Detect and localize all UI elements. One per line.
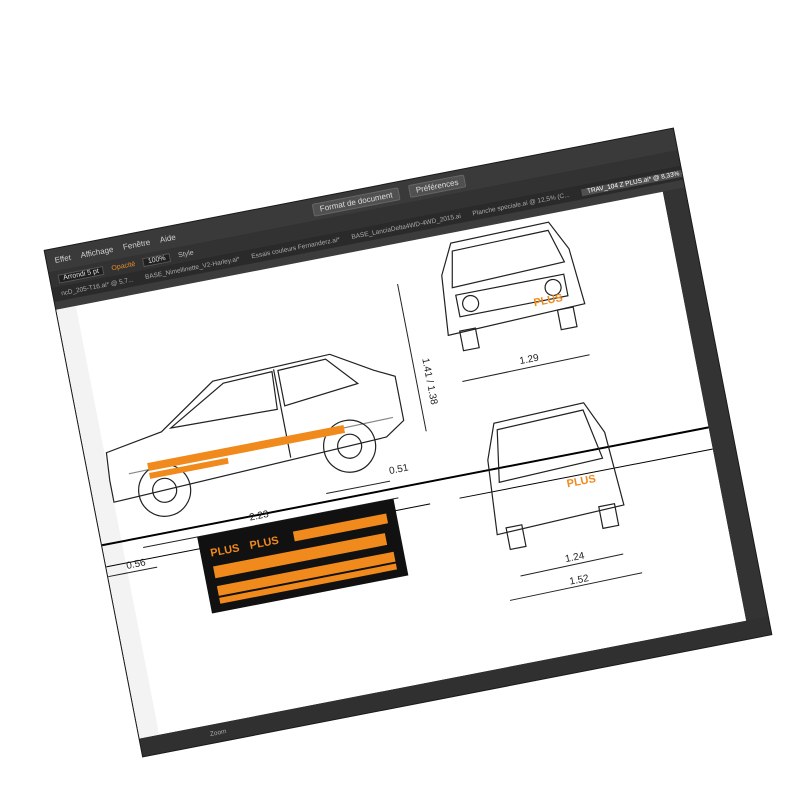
artboard-canvas[interactable]: 1.41 / 1.38 2.23 0.51 0.56 PLUS 1.29	[56, 191, 747, 739]
opacity-label: Opacité	[110, 260, 136, 272]
decal-swatch[interactable]: PLUS PLUS	[197, 498, 409, 614]
menu-aide[interactable]: Aide	[158, 232, 177, 245]
menu-affichage[interactable]: Affichage	[79, 244, 114, 260]
dim-overhang-label: 0.51	[388, 462, 410, 477]
swatch-label-2: PLUS	[249, 535, 280, 552]
dim-height-label: 1.41 / 1.38	[419, 357, 439, 406]
swatch-label-1: PLUS	[209, 542, 240, 559]
dim-width-front-label: 1.29	[519, 353, 541, 368]
side-decal-stripe	[147, 424, 345, 479]
front-view-car	[441, 221, 586, 352]
dim-front-overhang-label: 0.56	[125, 557, 147, 572]
rear-width-dim	[509, 572, 643, 601]
ground-line	[101, 426, 709, 547]
dim-wheelbase-label: 2.23	[248, 509, 270, 524]
rear-decal-label: PLUS	[566, 473, 597, 490]
front-width-dim	[462, 354, 590, 382]
dim-width-rear-label: 1.52	[569, 573, 591, 588]
zoom-label[interactable]: Zoom	[209, 727, 227, 738]
rear-view-car	[487, 402, 625, 551]
menu-effet[interactable]: Effet	[53, 252, 72, 265]
side-view-car	[105, 353, 405, 517]
rear-track-dim	[520, 553, 624, 577]
opacity-field[interactable]: 100%	[142, 252, 172, 267]
monitor-screen: Effet Affichage Fenêtre Aide Format de d…	[44, 128, 772, 757]
menu-fenetre[interactable]: Fenêtre	[122, 237, 151, 252]
style-label: Style	[177, 248, 195, 259]
front-decal-label: PLUS	[533, 292, 564, 309]
technical-drawing: 1.41 / 1.38 2.23 0.51 0.56 PLUS 1.29	[56, 221, 747, 739]
dim-track-rear-label: 1.24	[564, 550, 586, 565]
